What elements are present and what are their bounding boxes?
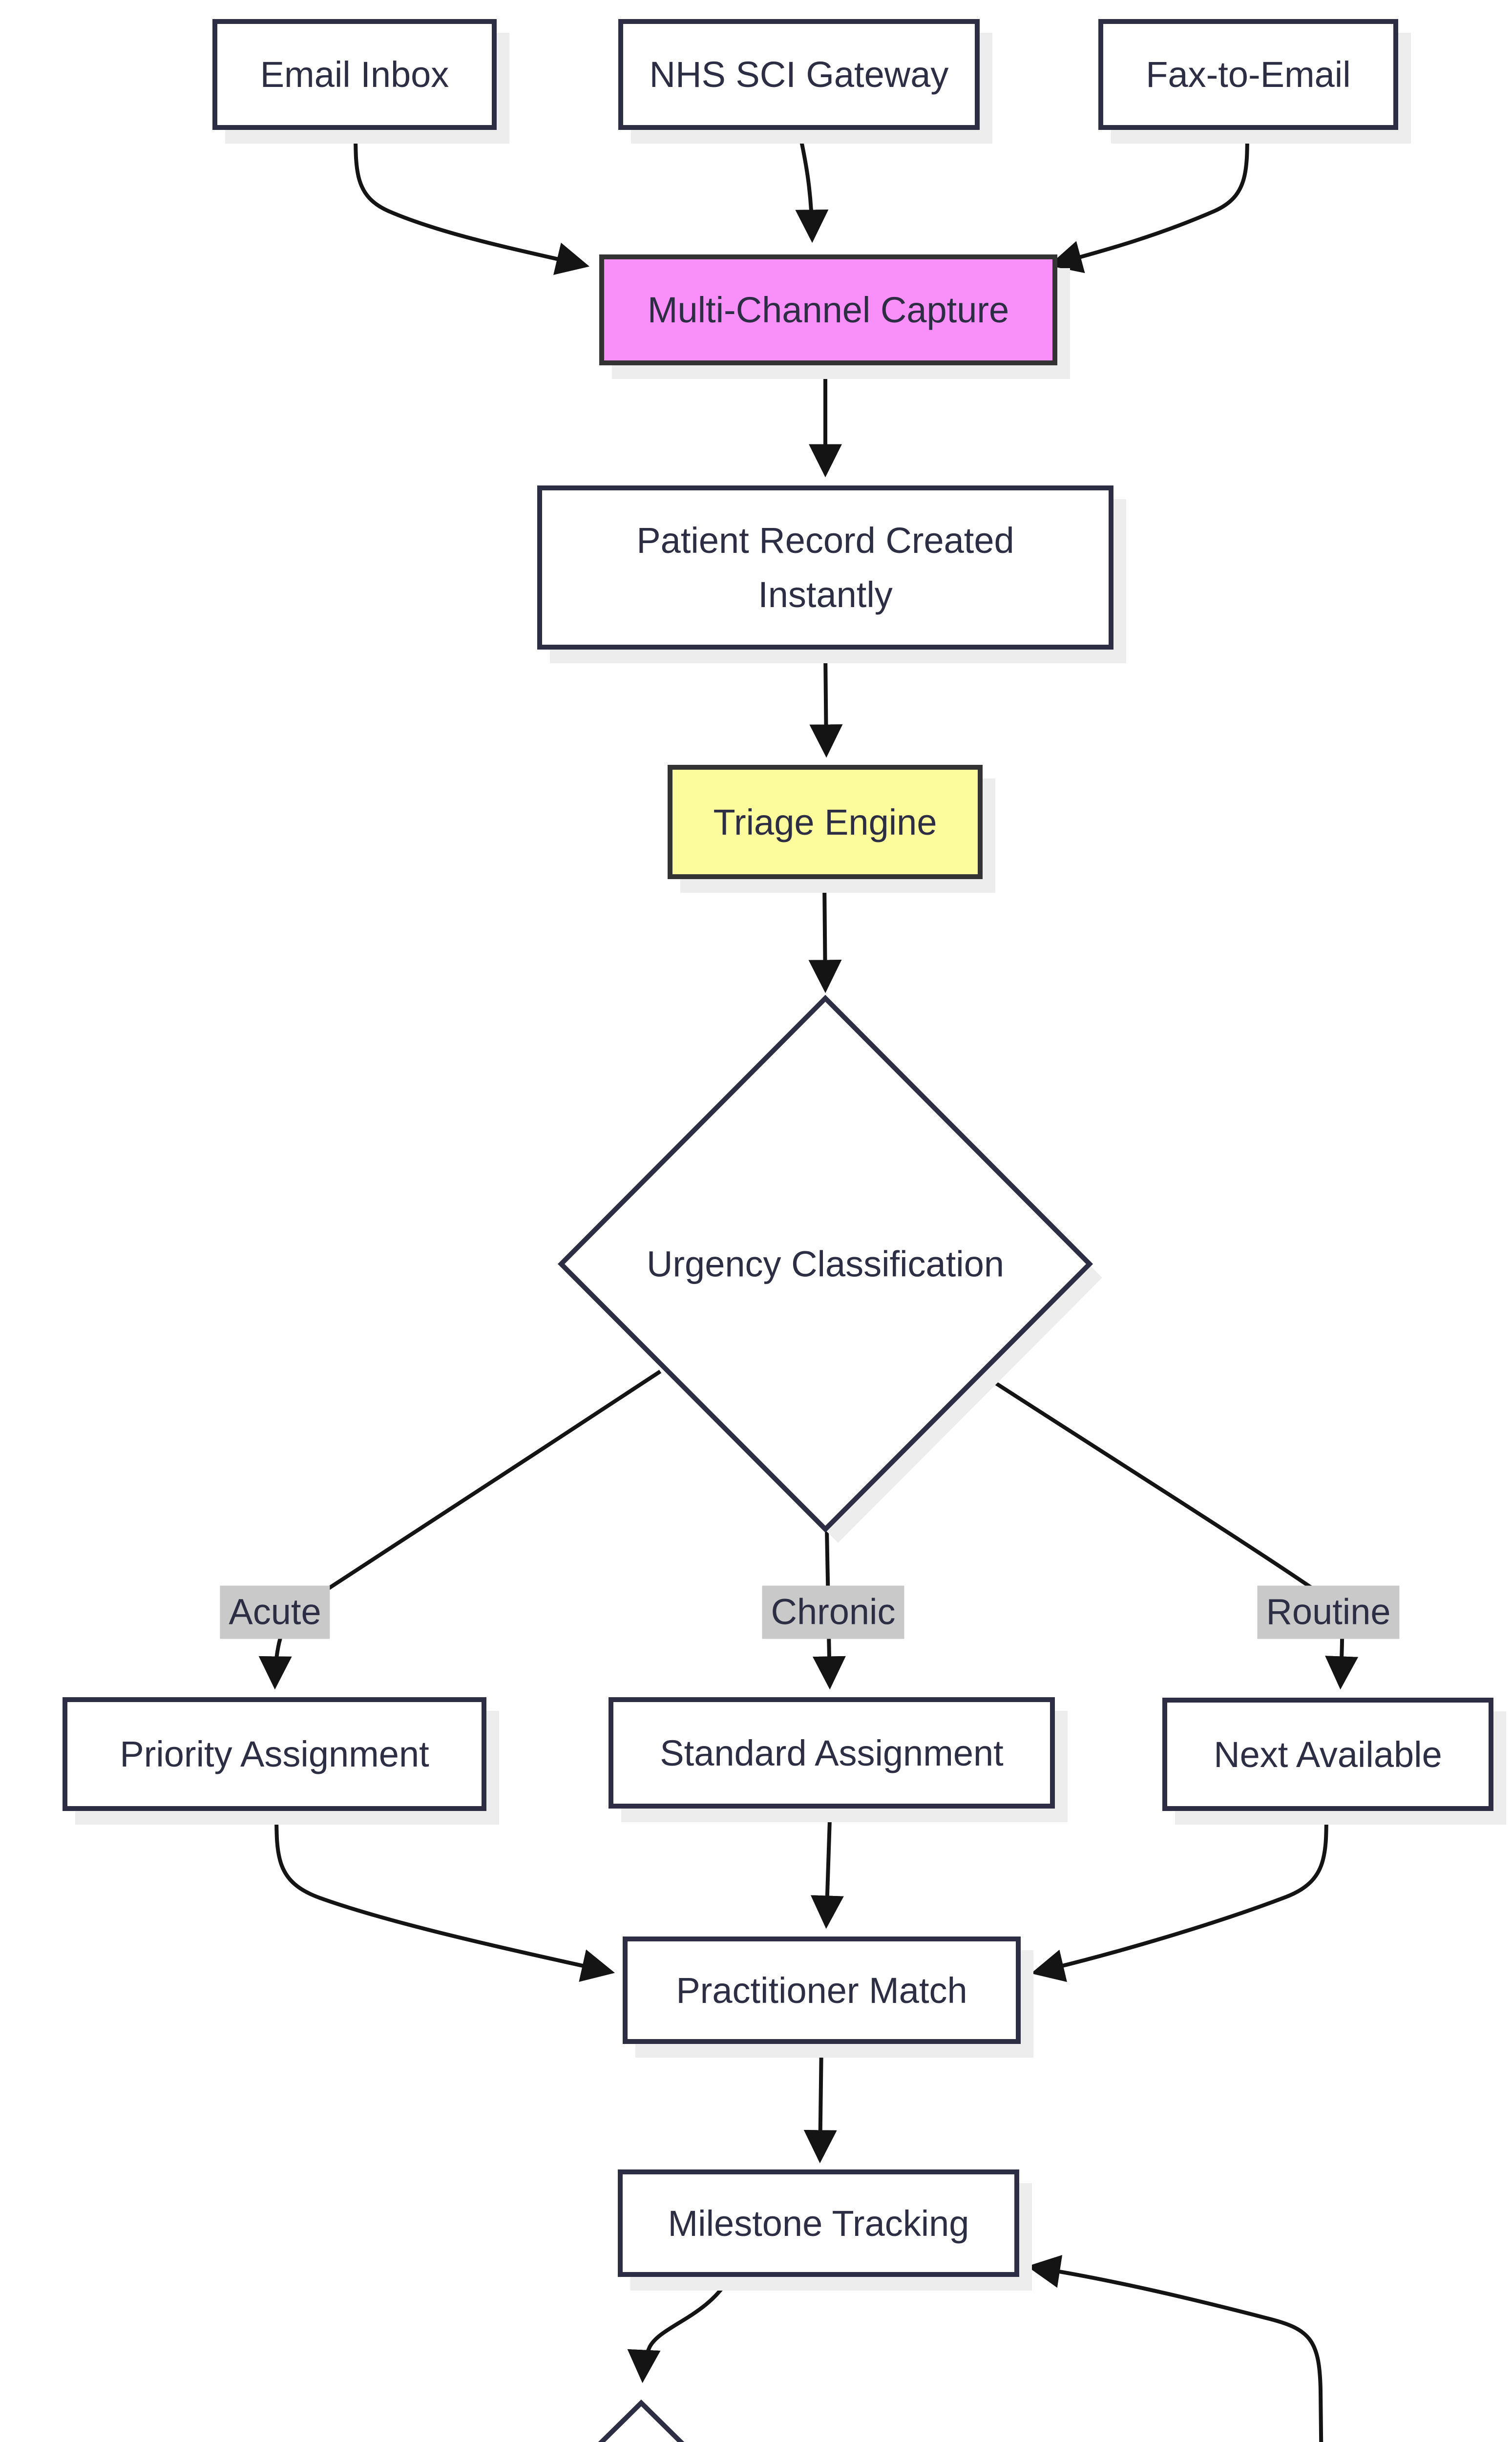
node-email-inbox: Email Inbox <box>212 19 497 130</box>
node-nhs-sci-gateway: NHS SCI Gateway <box>618 19 980 130</box>
edge-fax-to-capture <box>1049 129 1249 274</box>
node-milestone-tracking: Milestone Tracking <box>618 2169 1019 2277</box>
node-email-inbox-label: Email Inbox <box>260 54 449 95</box>
edge-action-to-milestone-loop <box>1027 2255 1323 2442</box>
node-fax-to-email: Fax-to-Email <box>1098 19 1398 130</box>
node-patient-record-created-label: Patient Record Created Instantly <box>636 520 1014 615</box>
edge-label-acute: Acute <box>220 1585 330 1639</box>
node-triage-engine-label: Triage Engine <box>713 801 937 842</box>
edge-priority-to-match <box>274 1810 615 1982</box>
node-nhs-sci-gateway-label: NHS SCI Gateway <box>649 54 949 95</box>
node-next-available-label: Next Available <box>1214 1734 1442 1775</box>
edge-gateway-to-capture <box>795 129 829 243</box>
node-patient-record-created: Patient Record Created Instantly <box>537 485 1113 650</box>
node-milestone-tracking-label: Milestone Tracking <box>668 2203 969 2244</box>
edge-record-to-triage <box>809 649 843 758</box>
urgency-classification-diamond <box>557 994 1102 1543</box>
patient-progressing-diamond <box>598 2399 685 2442</box>
node-standard-assignment: Standard Assignment <box>609 1697 1055 1809</box>
node-fax-to-email-label: Fax-to-Email <box>1146 54 1351 95</box>
node-next-available: Next Available <box>1162 1698 1493 1811</box>
node-practitioner-match-label: Practitioner Match <box>676 1970 967 2011</box>
edge-next-to-match <box>1030 1810 1328 1982</box>
edge-milestone-to-progressing <box>627 2276 732 2383</box>
node-practitioner-match: Practitioner Match <box>623 1937 1021 2044</box>
edge-label-chronic: Chronic <box>762 1585 904 1639</box>
node-urgency-classification-label: Urgency Classification <box>646 1243 1005 1284</box>
edge-urgency-acute <box>258 1369 662 1690</box>
node-multi-channel-capture: Multi-Channel Capture <box>599 254 1057 365</box>
edge-email-to-capture <box>354 129 590 275</box>
edge-standard-to-match <box>810 1805 844 1929</box>
node-triage-engine: Triage Engine <box>668 765 983 879</box>
node-priority-assignment-label: Priority Assignment <box>120 1734 429 1774</box>
edge-triage-to-urgency <box>808 879 842 993</box>
node-standard-assignment-label: Standard Assignment <box>660 1732 1004 1773</box>
node-priority-assignment: Priority Assignment <box>63 1697 486 1811</box>
edge-match-to-milestone <box>803 2043 837 2164</box>
edge-label-routine: Routine <box>1257 1585 1400 1639</box>
node-multi-channel-capture-label: Multi-Channel Capture <box>647 290 1009 330</box>
